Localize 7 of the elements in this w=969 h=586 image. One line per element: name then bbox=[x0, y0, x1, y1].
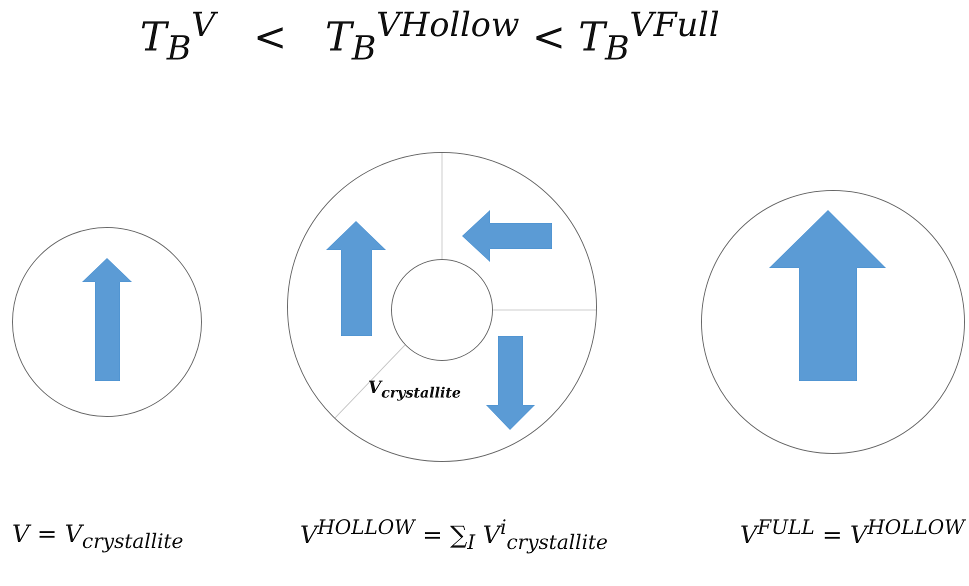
inner-circle bbox=[391, 259, 493, 361]
volume-label: V$_{crystallite}$ bbox=[368, 378, 461, 402]
formula: V = V$_{crystallite}$ bbox=[12, 520, 184, 553]
ring bbox=[287, 152, 597, 462]
formula: V$^{FULL}$ = V$^{HOLLOW}$ bbox=[740, 515, 965, 549]
circle bbox=[12, 227, 202, 417]
circle bbox=[701, 190, 965, 454]
